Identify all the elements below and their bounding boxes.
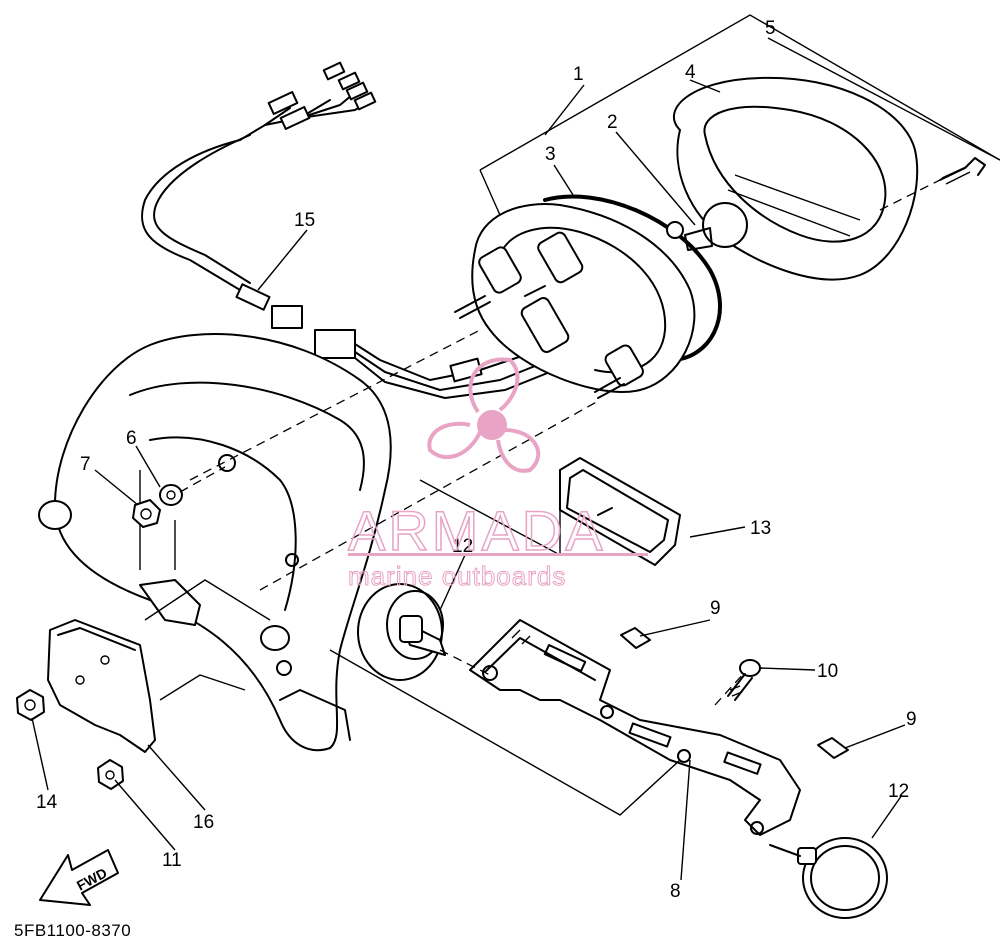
connector-female xyxy=(314,329,356,359)
nut xyxy=(132,499,161,528)
callout-11: 11 xyxy=(162,850,182,871)
wire-harness xyxy=(141,61,551,399)
diagram-code: 5FB1100-8370 xyxy=(14,921,131,940)
watermark: ARMADA marine outboards xyxy=(347,357,648,592)
reference-lines xyxy=(144,329,746,816)
watermark-tagline: marine outboards xyxy=(348,561,566,591)
reflector-lower xyxy=(769,837,888,919)
propeller-logo-icon xyxy=(427,357,541,473)
callout-10: 10 xyxy=(817,661,838,682)
fwd-arrow-icon: FWD xyxy=(39,849,119,906)
tail-light-lens-assembly xyxy=(454,14,1000,399)
damper-pads xyxy=(620,627,849,759)
callout-12a: 12 xyxy=(452,536,473,557)
washer xyxy=(159,484,183,506)
callout-12b: 12 xyxy=(888,781,909,802)
callout-3: 3 xyxy=(545,144,556,165)
pad-9b xyxy=(817,737,849,759)
mounting-bracket xyxy=(16,619,156,790)
callout-5: 5 xyxy=(765,18,776,39)
license-bracket xyxy=(469,619,801,836)
callout-1: 1 xyxy=(573,64,584,85)
callout-6: 6 xyxy=(126,428,137,449)
callout-15: 15 xyxy=(294,210,315,231)
pad-9a xyxy=(620,627,651,649)
bulb xyxy=(702,202,748,248)
bolt-10 xyxy=(727,659,761,701)
callout-14: 14 xyxy=(36,792,58,813)
rear-reflector xyxy=(357,583,446,681)
connector-male xyxy=(271,305,303,329)
callout-13: 13 xyxy=(750,518,771,539)
nut-14 xyxy=(16,689,45,721)
callout-9a: 9 xyxy=(710,598,721,619)
callout-16: 16 xyxy=(193,812,214,833)
callout-7: 7 xyxy=(80,454,91,475)
lamp-housing xyxy=(471,203,696,393)
tail-light-housing xyxy=(38,333,392,752)
callout-9b: 9 xyxy=(906,709,917,730)
callout-2: 2 xyxy=(607,112,618,133)
callout-numbers: 1 2 3 4 5 6 7 8 9 9 10 11 12 12 13 14 15… xyxy=(36,18,917,902)
callout-8: 8 xyxy=(670,881,681,902)
leader-lines xyxy=(31,37,1000,881)
watermark-brand: ARMADA xyxy=(348,499,606,562)
lens-cover xyxy=(673,76,919,281)
callout-4: 4 xyxy=(685,62,696,83)
